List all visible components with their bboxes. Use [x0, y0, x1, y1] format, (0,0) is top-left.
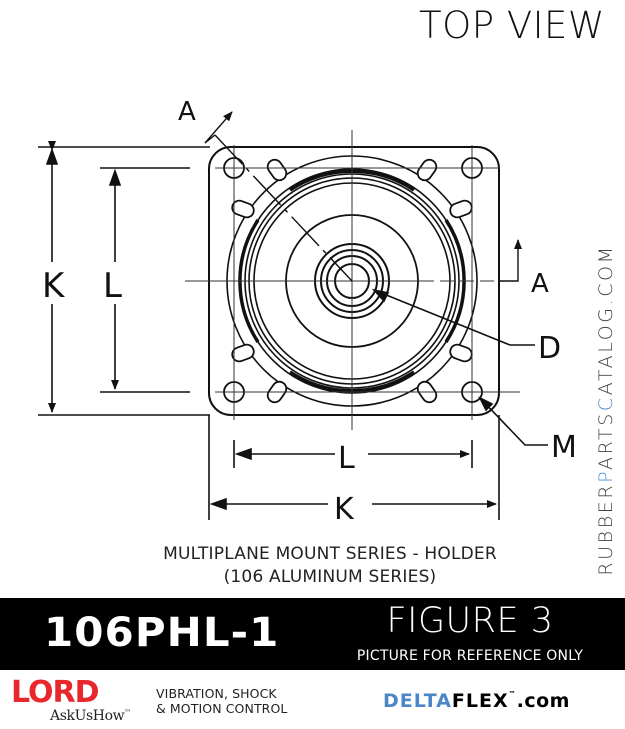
view-title: TOP VIEW: [419, 4, 605, 47]
figure-note: PICTURE FOR REFERENCE ONLY: [356, 648, 584, 664]
section-label-a-top: A: [178, 97, 196, 127]
dim-label-k-vertical: K: [42, 266, 66, 306]
watermark-highlight: P: [595, 470, 617, 483]
lord-description: VIBRATION, SHOCK & MOTION CONTROL: [156, 686, 287, 716]
part-number: 106PHL-1: [44, 610, 280, 656]
watermark-highlight: .: [595, 296, 617, 306]
lord-tagline-text: AskUsHow: [50, 708, 125, 724]
trademark-mark: ™: [124, 708, 131, 717]
dim-label-k-horizontal: K: [334, 492, 355, 527]
lord-tagline: AskUsHow™: [50, 708, 131, 724]
callout-label-m: M: [551, 430, 577, 465]
lord-description-line-1: VIBRATION, SHOCK: [156, 686, 277, 701]
side-watermark: RUBBERPARTSCATALOG.COM: [588, 220, 624, 600]
figure-label: FIGURE 3: [386, 601, 554, 641]
watermark-part: ATALOG: [595, 305, 617, 396]
lord-logo: LORD: [11, 675, 100, 710]
lord-description-line-2: & MOTION CONTROL: [156, 701, 288, 716]
watermark-part: COM: [595, 244, 617, 297]
deltaflex-logo: DELTAFLEX™.com: [383, 690, 570, 712]
watermark-part: RUBBER: [595, 482, 617, 576]
deltaflex-flex: FLEX: [451, 690, 509, 712]
dim-label-l-horizontal: L: [338, 441, 355, 476]
technical-drawing: K L L K A A D M: [38, 97, 577, 527]
watermark-part: ARTS: [595, 411, 617, 471]
caption-line-2: (106 ALUMINUM SERIES): [223, 567, 437, 587]
title-band: [0, 598, 625, 670]
drawing-caption: MULTIPLANE MOUNT SERIES - HOLDER (106 AL…: [80, 543, 580, 589]
caption-line-1: MULTIPLANE MOUNT SERIES - HOLDER: [163, 544, 497, 564]
trademark-mark: ™: [508, 690, 517, 698]
callout-label-d: D: [538, 331, 561, 366]
side-watermark-text: RUBBERPARTSCATALOG.COM: [595, 244, 617, 575]
dim-label-l-vertical: L: [103, 266, 122, 306]
section-label-a-right: A: [531, 269, 549, 299]
deltaflex-delta: DELTA: [383, 690, 452, 712]
watermark-highlight: C: [595, 395, 617, 412]
deltaflex-com: .com: [516, 690, 570, 712]
